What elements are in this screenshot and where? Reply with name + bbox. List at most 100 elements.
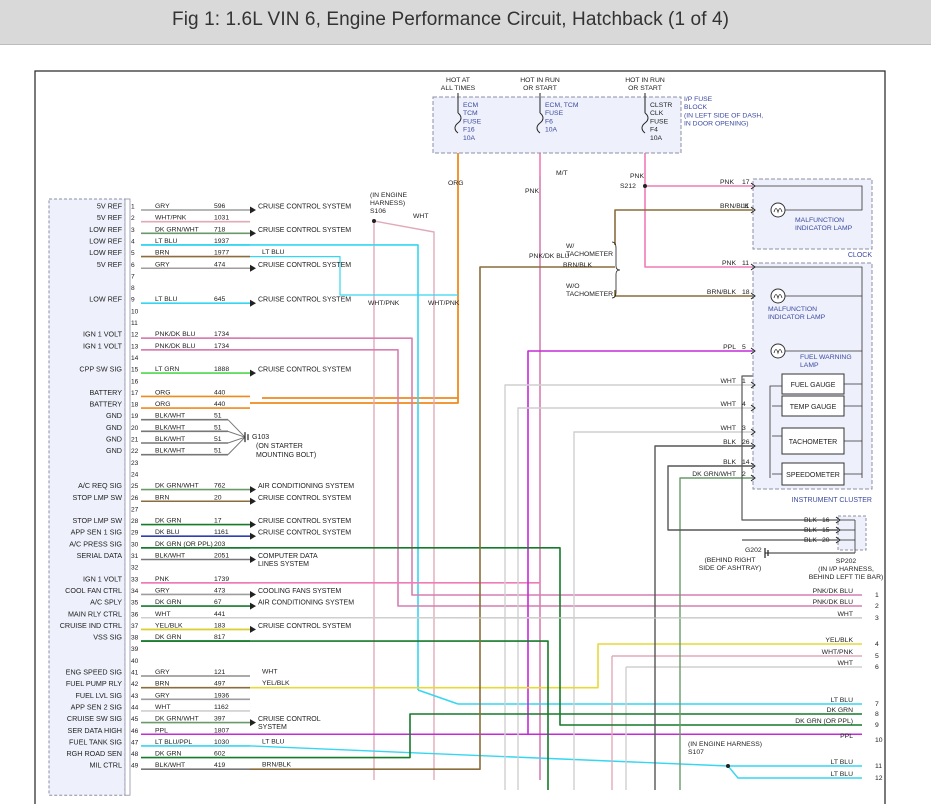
ecm-pin-number: 40 [131, 658, 139, 665]
ecm-dest-arrow [250, 602, 256, 610]
cluster-pin-number: 26 [742, 439, 750, 446]
vertical-wire-pnk-2: PNK [630, 173, 644, 180]
ecm-wire-color: BLK/WHT [155, 413, 185, 420]
ecm-pin-name: STOP LMP SW [72, 493, 122, 502]
ecm-pin-name: 5V REF [97, 202, 123, 211]
cluster-pin-wire-label: WHT [721, 425, 736, 432]
ecm-wire-color: DK GRN [155, 634, 182, 641]
ecm-pin-number: 11 [131, 320, 138, 327]
ecm-pin-name: CRUISE SW SIG [67, 714, 123, 723]
connector-chevron [750, 292, 756, 300]
ecm-pin-name: A/C SPLY [90, 598, 122, 607]
connector-chevron [750, 381, 756, 389]
continuation-ref-number: 12 [875, 775, 883, 782]
ecm-dest-label: CRUISE CONTROL SYSTEM [258, 227, 351, 234]
dk-grn-vss [141, 640, 549, 790]
ecm-pin-number: 36 [131, 611, 139, 618]
ecm-pin-name: 5V REF [97, 260, 123, 269]
ecm-pin-number: 6 [131, 262, 135, 269]
cluster-pin-wire-label: PNK [722, 260, 736, 267]
ecm-wire-color: LT BLU/PPL [155, 739, 192, 746]
ecm-circuit-number: 20 [214, 494, 222, 501]
fuel-warning-lamp-filament [773, 349, 783, 355]
ecm-wire-color: WHT/PNK [155, 215, 187, 222]
instrument-cluster-label: INSTRUMENT CLUSTER [792, 497, 872, 504]
ecm-wire-color: ORG [155, 401, 170, 408]
ecm-circuit-number: 1161 [214, 529, 229, 536]
ecm-circuit-number: 602 [214, 751, 226, 758]
ppl-to-cluster [527, 350, 755, 735]
ecm-pin-number: 49 [131, 763, 139, 770]
cluster-pin-number: 4 [742, 401, 746, 408]
continuation-wire-label: YEL/BLK [825, 637, 853, 644]
ecm-circuit-number: 1888 [214, 366, 229, 373]
ecm-pin-number: 15 [131, 367, 139, 374]
s107-dot [726, 764, 730, 768]
ecm-pin-name: GND [106, 446, 122, 455]
ecm-wire-color: WHT [155, 611, 170, 618]
ecm-pin-name: LOW REF [89, 225, 122, 234]
gauge-label: TEMP GAUGE [790, 404, 837, 411]
ecm-pin-number: 23 [131, 460, 139, 467]
ecm-wire-color: GRY [155, 203, 170, 210]
continuation-ref-number: 4 [875, 641, 879, 648]
ecm-pin-number: 42 [131, 681, 139, 688]
connector-chevron [750, 474, 756, 482]
continuation-ref-number: 11 [875, 763, 882, 770]
ecm-circuit-number: 1807 [214, 727, 229, 734]
ecm-dest-arrow [250, 486, 256, 494]
ecm-pin-number: 31 [131, 553, 139, 560]
ecm-pin-number: 3 [131, 227, 135, 234]
connector-chevron [750, 347, 756, 355]
ecm-circuit-number: 474 [214, 261, 226, 268]
sp202-box [837, 515, 867, 551]
wht-cluster-4 [517, 407, 755, 790]
ecm-pin-name: IGN 1 VOLT [83, 341, 123, 350]
ecm-dest-label: AIR CONDITIONING SYSTEM [258, 483, 354, 490]
ecm-pin-number: 48 [131, 751, 139, 758]
ecm-pin-number: 16 [131, 378, 139, 385]
ecm-wire-color: DK GRN [155, 599, 182, 606]
ecm-pin-name: A/C REQ SIG [78, 481, 122, 490]
org-battery-feed [262, 153, 459, 399]
ecm-pin-name: GND [106, 423, 122, 432]
tach-with-label: W/TACHOMETER [566, 243, 613, 258]
ecm-pin-number: 24 [131, 471, 139, 478]
ecm-wire-color: YEL/BLK [155, 622, 183, 629]
continuation-ref-number: 5 [875, 653, 879, 660]
dk-grn-to-8 [250, 713, 862, 759]
header-bar: Fig 1: 1.6L VIN 6, Engine Performance Ci… [0, 0, 931, 45]
ecm-wire-color: PNK [155, 576, 169, 583]
ecm-pin-name: GND [106, 435, 122, 444]
ecm-pin-name: CRUISE IND CTRL [60, 621, 122, 630]
clock-label: CLOCK [848, 252, 872, 259]
figure-title: Fig 1: 1.6L VIN 6, Engine Performance Ci… [172, 9, 730, 30]
wht-pnk-wire-2 [373, 220, 435, 780]
ecm-pin-number: 26 [131, 495, 139, 502]
tach-brn-blk-label: BRN/BLK [563, 262, 593, 269]
ground-pin-wire-label: BLK [804, 537, 817, 544]
ecm-wire-color: BRN [155, 250, 169, 257]
ecm-wire-color: BLK/WHT [155, 448, 185, 455]
s212-label: S212 [620, 183, 636, 190]
connector-chevron [750, 404, 756, 412]
continuation-wire-label: WHT/PNK [822, 649, 854, 656]
ecm-pin-number: 7 [131, 273, 135, 280]
diagram-border [34, 70, 886, 804]
ecm-circuit-number: 1734 [214, 331, 229, 338]
ecm-circuit-number: 51 [214, 448, 222, 455]
ecm-dest-label: COOLING FANS SYSTEM [258, 588, 341, 595]
ecm-circuit-number: 2051 [214, 553, 229, 560]
continuation-wire-label: PPL [840, 733, 853, 740]
ecm-pin-number: 29 [131, 530, 139, 537]
ecm-wire-color: BLK/WHT [155, 553, 185, 560]
clock-box [752, 178, 873, 250]
ecm-wire-continuation-label: BRN/BLK [262, 762, 292, 769]
ecm-pin-number: 35 [131, 600, 139, 607]
connector-chevron [750, 462, 756, 470]
continuation-wire-label: WHT [838, 660, 853, 667]
